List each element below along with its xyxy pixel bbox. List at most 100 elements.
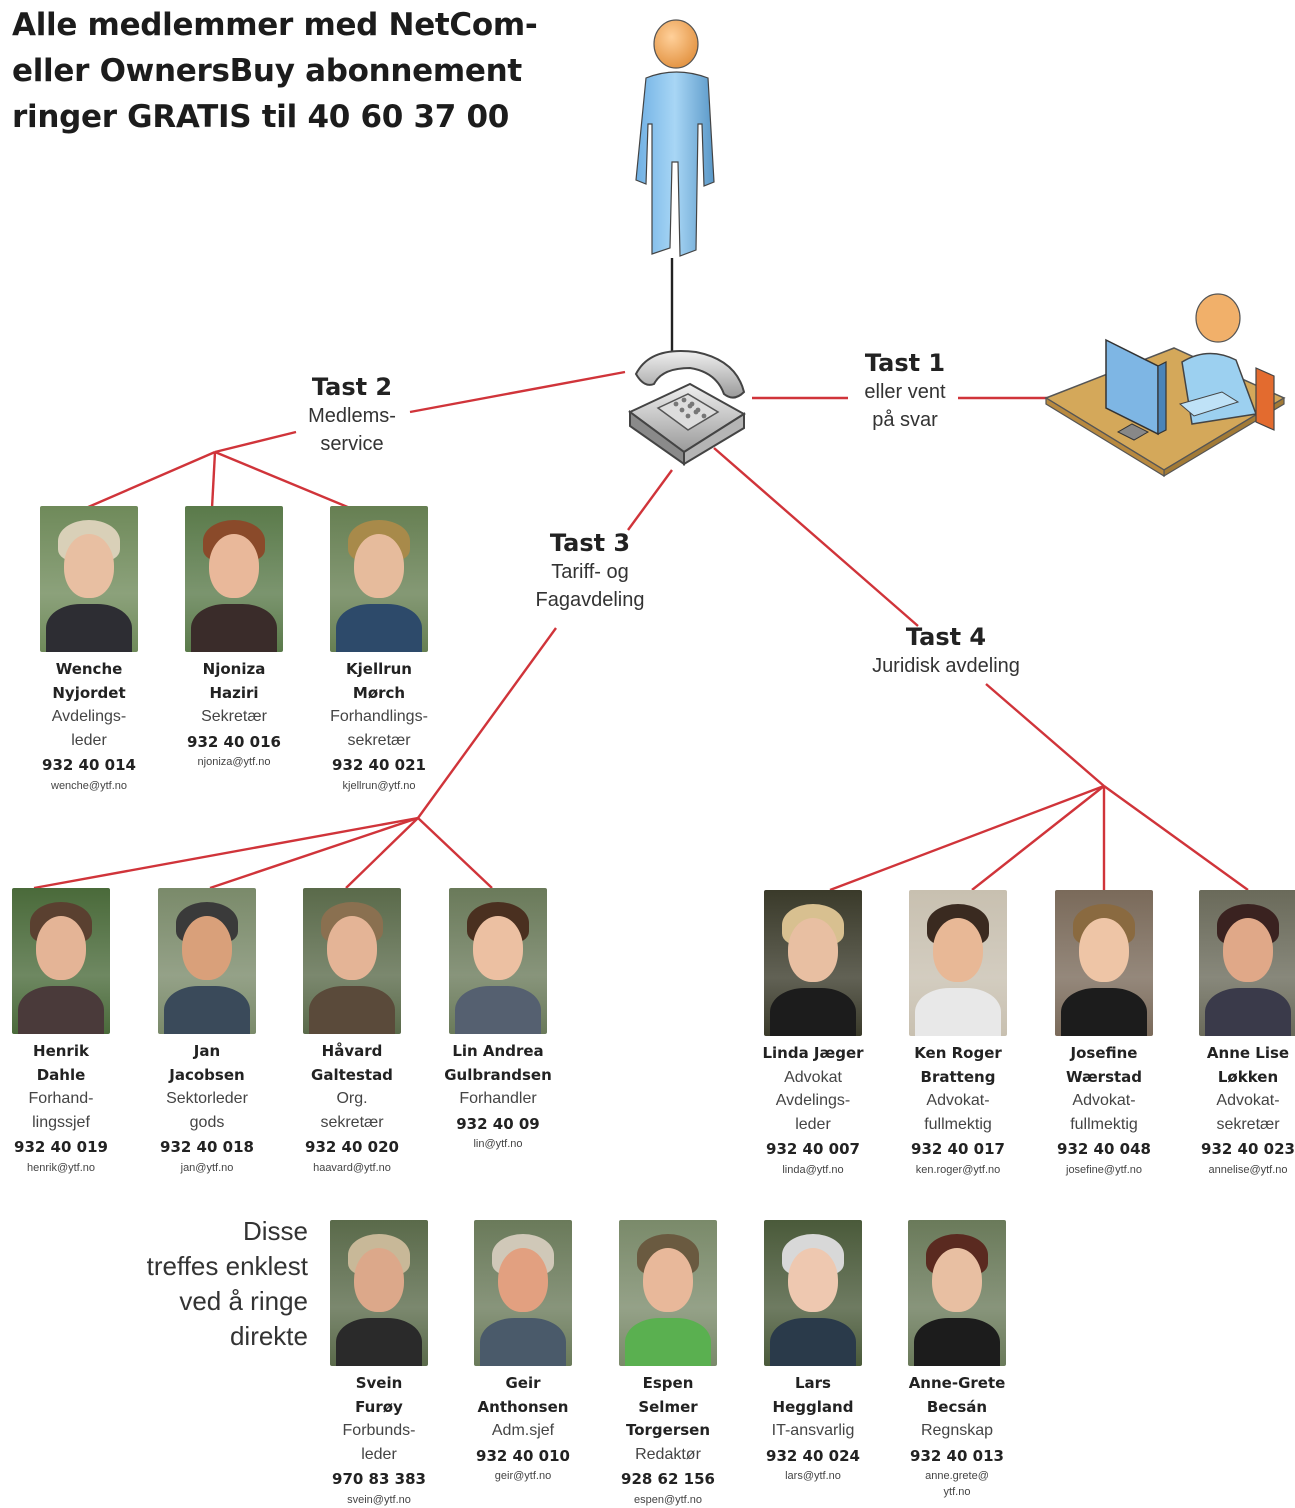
headline-line: Alle medlemmer med NetCom- <box>12 7 538 43</box>
staff-email[interactable]: kjellrun@ytf.no <box>342 779 416 792</box>
portrait-photo <box>1055 890 1153 1036</box>
staff-role: leder <box>795 1115 831 1133</box>
staff-name: Galtestad <box>311 1065 393 1084</box>
staff-name: Dahle <box>36 1065 86 1084</box>
staff-role: fullmektig <box>1070 1115 1138 1133</box>
portrait-photo <box>1199 890 1295 1036</box>
staff-email[interactable]: lars@ytf.no <box>785 1470 841 1482</box>
staff-email[interactable]: jan@ytf.no <box>180 1161 234 1174</box>
staff-role: Advokat <box>784 1068 842 1086</box>
staff-role: Avdelings- <box>51 708 127 725</box>
staff-email[interactable]: ytf.no <box>943 1486 971 1498</box>
staff-phone: 932 40 09 <box>456 1114 540 1133</box>
staff-name: Furøy <box>355 1397 403 1416</box>
tast-4-line <box>1103 785 1249 891</box>
tast-3-line <box>33 816 419 890</box>
staff-phone: 970 83 383 <box>332 1470 426 1488</box>
tast-2-line <box>214 430 297 454</box>
staff-name: Henrik <box>33 1042 89 1060</box>
staff-role: Forbunds- <box>342 1422 416 1439</box>
tast-3-line <box>417 627 557 819</box>
staff-role: Forhandler <box>459 1090 537 1107</box>
staff-email[interactable]: ken.roger@ytf.no <box>915 1163 1001 1176</box>
staff-phone: 928 62 156 <box>621 1470 715 1488</box>
desk-operator-icon <box>1042 284 1288 483</box>
tast-4-line <box>829 784 1105 892</box>
staff-role: IT-ansvarlig <box>771 1422 855 1439</box>
staff-name: Linda Jæger <box>762 1044 864 1062</box>
staff-email[interactable]: njoniza@ytf.no <box>197 756 271 768</box>
staff-name: Josefine <box>1070 1044 1138 1062</box>
staff-name: Heggland <box>772 1397 854 1416</box>
telephone-icon <box>620 342 752 471</box>
staff-name: Geir <box>505 1374 541 1392</box>
tast-3-line <box>209 816 419 890</box>
staff-role: Sekretær <box>201 708 267 725</box>
staff-name: Anne Lise <box>1206 1044 1290 1062</box>
portrait-photo <box>158 888 256 1034</box>
staff-phone: 932 40 007 <box>766 1140 860 1158</box>
note-line: direkte <box>229 1321 308 1351</box>
staff-email[interactable]: henrik@ytf.no <box>26 1161 96 1174</box>
staff-role: Advokat- <box>1072 1092 1136 1109</box>
tast-title: Tast 2 <box>311 373 393 401</box>
staff-email[interactable]: annelise@ytf.no <box>1208 1163 1288 1176</box>
tast-title: Tast 3 <box>549 529 631 557</box>
tast-2-line <box>210 451 217 509</box>
staff-email[interactable]: svein@ytf.no <box>347 1493 411 1506</box>
staff-name: Håvard <box>321 1042 383 1060</box>
staff-role: sekretær <box>347 731 411 749</box>
staff-phone: 932 40 019 <box>14 1138 108 1156</box>
staff-name: Lin Andrea <box>452 1042 544 1060</box>
headline-line: eller OwnersBuy abonnement <box>12 53 522 89</box>
staff-email[interactable]: espen@ytf.no <box>633 1493 703 1506</box>
portrait-photo <box>449 888 547 1034</box>
tast-4-line <box>971 785 1105 891</box>
tast-4-line <box>713 447 919 627</box>
staff-name: Gulbrandsen <box>444 1065 552 1084</box>
portrait-photo <box>474 1220 572 1366</box>
note-line: Disse <box>242 1216 308 1246</box>
tast-3-label: Tast 3 Tariff- og Fagavdeling <box>515 528 665 614</box>
staff-email[interactable]: wenche@ytf.no <box>51 779 127 792</box>
staff-name: Løkken <box>1217 1067 1279 1086</box>
staff-name: Selmer <box>638 1397 698 1416</box>
portrait-photo <box>764 1220 862 1366</box>
staff-email[interactable]: josefine@ytf.no <box>1066 1163 1142 1176</box>
staff-name: Becsán <box>926 1397 988 1416</box>
staff-role: lingssjef <box>32 1113 90 1131</box>
portrait-photo <box>330 1220 428 1366</box>
staff-phone: 932 40 020 <box>305 1138 399 1156</box>
staff-email[interactable]: lin@ytf.no <box>473 1138 523 1150</box>
staff-role: fullmektig <box>924 1115 992 1133</box>
tast-2-line <box>85 450 216 510</box>
staff-role: Redaktør <box>635 1445 701 1463</box>
portrait-photo <box>185 506 283 652</box>
staff-name: Wenche <box>55 660 123 678</box>
tast-subtitle: service <box>320 433 384 455</box>
staff-role: Sektorleder <box>166 1090 248 1107</box>
tast-title: Tast 1 <box>864 349 946 377</box>
staff-email[interactable]: geir@ytf.no <box>494 1470 552 1482</box>
staff-role: gods <box>189 1113 225 1131</box>
headline: Alle medlemmer med NetCom- eller OwnersB… <box>12 2 538 140</box>
staff-email[interactable]: anne.grete@ <box>925 1470 989 1482</box>
staff-role: Forhand- <box>28 1090 94 1107</box>
staff-email[interactable]: haavard@ytf.no <box>313 1161 391 1174</box>
staff-email[interactable]: linda@ytf.no <box>782 1163 844 1176</box>
tast-subtitle: på svar <box>872 409 938 431</box>
staff-role: sekretær <box>320 1113 384 1131</box>
tast-2-line <box>409 370 626 414</box>
